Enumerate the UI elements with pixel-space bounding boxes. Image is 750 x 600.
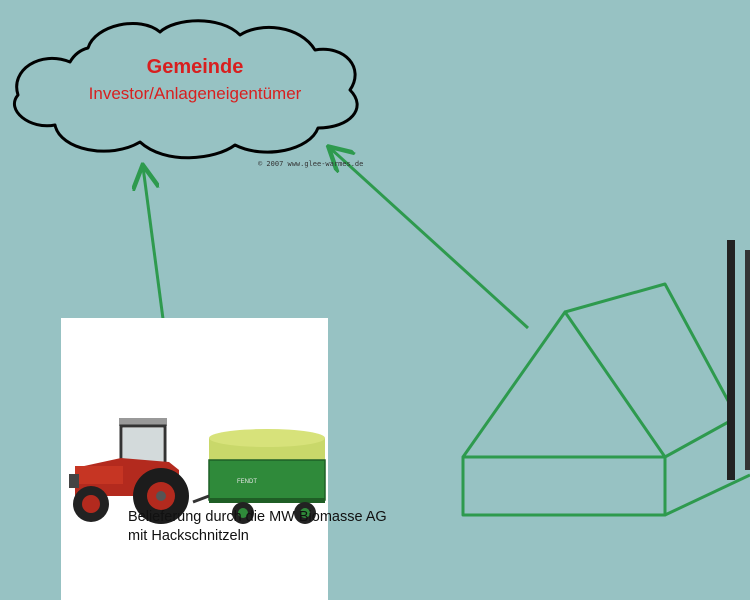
chimney-pole-2 xyxy=(745,250,750,470)
caption-line-1: Belieferung durch die MW Biomasse AG xyxy=(128,509,387,525)
cloud-shape xyxy=(13,19,359,160)
chimney-pole xyxy=(727,240,735,480)
arrow-plant-to-community xyxy=(330,148,530,330)
trailer: FENDT xyxy=(192,429,326,524)
tractor-trailer-illustration: FENDT xyxy=(69,418,326,524)
community-title: Gemeinde xyxy=(146,56,244,78)
heating-plant-building xyxy=(461,282,750,517)
copyright-text: © 2007 www.glee-warmes.de xyxy=(258,160,364,168)
trailer-label: FENDT xyxy=(237,479,257,485)
tractor-photo-card: FENDT xyxy=(61,318,328,600)
tractor xyxy=(69,418,189,524)
supplier-caption: Belieferung durch die MW Biomasse AG mit… xyxy=(128,508,387,546)
community-subtitle: Investor/Anlageneigentümer xyxy=(88,84,302,103)
caption-line-2: mit Hackschnitzeln xyxy=(128,528,249,544)
